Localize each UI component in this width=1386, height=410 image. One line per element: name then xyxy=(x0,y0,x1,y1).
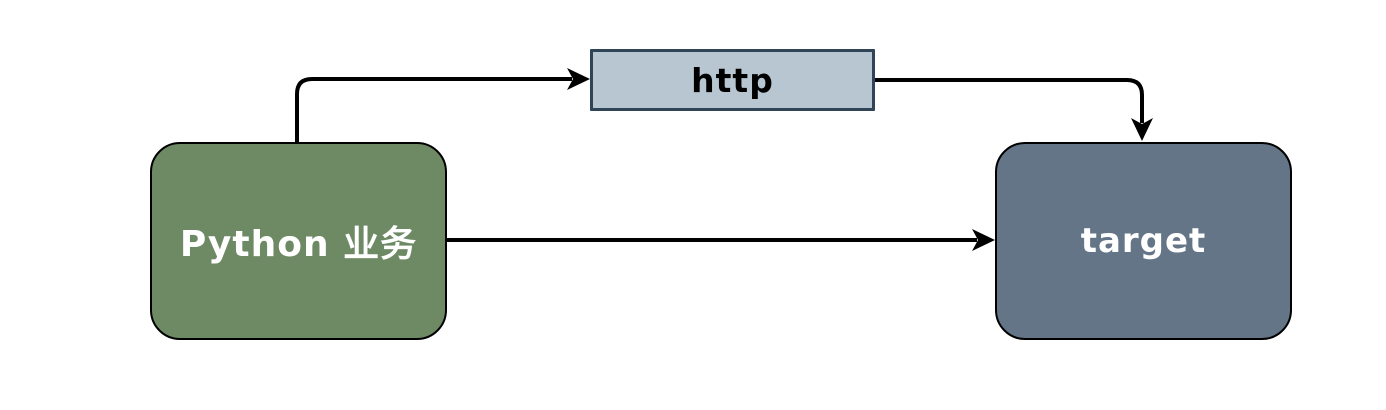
node-python-service-label: Python 业务 xyxy=(179,224,418,265)
node-http-label: http xyxy=(691,60,774,100)
node-target-label: target xyxy=(1080,221,1207,261)
arrowhead-into-target-top xyxy=(1131,118,1153,141)
arrowhead-into-http xyxy=(567,68,590,90)
node-python-service[interactable]: Python 业务 xyxy=(150,142,447,340)
edge-python-to-http xyxy=(295,68,590,142)
edge-http-to-target xyxy=(875,78,1153,141)
edge-python-to-target xyxy=(447,229,995,251)
node-http[interactable]: http xyxy=(590,49,875,111)
node-target[interactable]: target xyxy=(995,142,1292,340)
arrowhead-into-target-left xyxy=(972,229,995,251)
edge-http-to-target-line xyxy=(875,78,1144,123)
edge-python-to-http-line xyxy=(295,77,572,142)
